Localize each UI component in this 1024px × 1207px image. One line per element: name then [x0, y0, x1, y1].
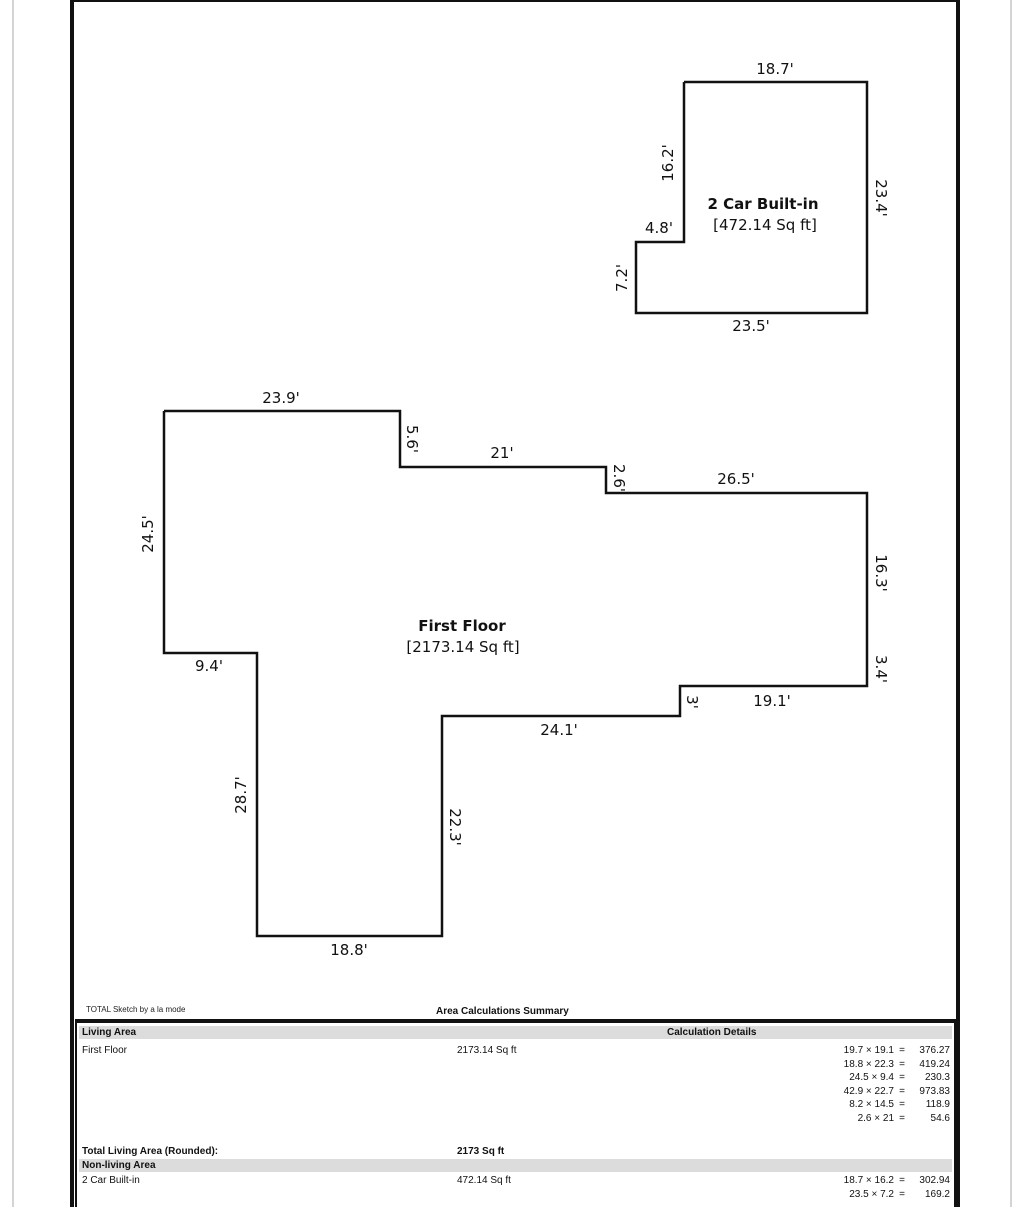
floor-dim-top-mid: 21' [490, 444, 513, 462]
garage-dim-left-lower: 7.2' [613, 264, 631, 292]
area-summary-title: Area Calculations Summary [436, 1006, 569, 1017]
calc-result: 118.9 [925, 1099, 950, 1110]
calc-equals: = [899, 1045, 905, 1056]
calc-equals: = [899, 1175, 905, 1186]
floor-dim-right-step: 3.4' [872, 655, 890, 683]
calc-equals: = [899, 1085, 905, 1097]
floor-plan-sketch: 18.7' 23.4' 23.5' 7.2' 4.8' 16.2' 2 Car … [139, 60, 890, 959]
garage-outline [634, 80, 869, 315]
garage-dim-bottom: 23.5' [732, 317, 770, 335]
floor-dim-right-upper: 16.3' [872, 554, 890, 592]
first-floor-outline [162, 409, 869, 938]
garage-dim-right: 23.4' [872, 179, 890, 217]
floor-dim-top-left: 23.9' [262, 389, 300, 407]
floor-dim-mid-bottom: 24.1' [540, 721, 578, 739]
calc-expression: 8.2 × 14.5 [849, 1099, 894, 1110]
sketch-credit: TOTAL Sketch by a la mode [86, 1005, 186, 1014]
page-edge-left [12, 0, 14, 1207]
calc-expression: 19.7 × 19.1 [843, 1045, 894, 1056]
living-area-band [79, 1026, 952, 1039]
first-floor-area-value: 2173.14 Sq ft [457, 1045, 517, 1056]
floor-dim-top-right: 26.5' [717, 470, 755, 488]
floor-dim-left-step: 9.4' [195, 657, 223, 675]
garage-label: 2 Car Built-in [82, 1175, 140, 1186]
non-living-area-header: Non-living Area [82, 1160, 156, 1171]
first-floor-title: First Floor [418, 617, 506, 635]
calc-row: 8.2 × 14.5 = 118.9 [800, 1098, 950, 1112]
calc-equals: = [899, 1112, 905, 1124]
calc-expression: 23.5 × 7.2 [849, 1188, 894, 1200]
floor-dim-step-a: 5.6' [403, 425, 421, 453]
calc-result: 54.6 [930, 1112, 950, 1124]
garage-dim-left-upper: 16.2' [659, 144, 677, 182]
calc-row: 19.7 × 19.1 = 376.27 [800, 1044, 950, 1058]
garage-calc-list: 18.7 × 16.2 = 302.94 23.5 × 7.2 = 169.2 [800, 1174, 950, 1201]
floor-dim-jog: 3' [683, 695, 701, 709]
calc-result: 230.3 [924, 1072, 950, 1083]
calc-expression: 2.6 × 21 [857, 1112, 894, 1124]
calc-equals: = [899, 1072, 905, 1083]
page-edge-right [1010, 0, 1012, 1207]
calc-result: 419.24 [919, 1058, 950, 1070]
calc-equals: = [899, 1188, 905, 1200]
calc-row: 18.7 × 16.2 = 302.94 [800, 1174, 950, 1188]
calc-expression: 42.9 × 22.7 [843, 1085, 894, 1097]
garage-title: 2 Car Built-in [707, 195, 818, 213]
garage-area-value: 472.14 Sq ft [457, 1175, 511, 1186]
garage-dim-top: 18.7' [756, 60, 794, 78]
calc-expression: 24.5 × 9.4 [849, 1072, 894, 1083]
garage-area: [472.14 Sq ft] [713, 216, 817, 234]
calc-expression: 18.8 × 22.3 [843, 1058, 894, 1070]
calc-expression: 18.7 × 16.2 [843, 1175, 894, 1186]
garage-dim-step: 4.8' [645, 219, 673, 237]
area-calculations-table: Living Area Calculation Details First Fl… [75, 1019, 956, 1207]
total-living-label: Total Living Area (Rounded): [82, 1146, 219, 1157]
calc-result: 169.2 [924, 1188, 950, 1200]
calc-result: 376.27 [919, 1045, 950, 1056]
calc-row: 23.5 × 7.2 = 169.2 [800, 1188, 950, 1202]
calc-equals: = [899, 1099, 905, 1110]
first-floor-label: First Floor [82, 1045, 127, 1056]
sketch-frame [70, 0, 960, 1207]
floor-dim-step-b: 2.6' [610, 464, 628, 492]
calc-row: 2.6 × 21 = 54.6 [800, 1112, 950, 1126]
first-floor-area: [2173.14 Sq ft] [406, 638, 519, 656]
calc-row: 24.5 × 9.4 = 230.3 [800, 1071, 950, 1085]
calc-row: 18.8 × 22.3 = 419.24 [800, 1058, 950, 1072]
calculation-details-header: Calculation Details [667, 1027, 757, 1038]
calc-row: 42.9 × 22.7 = 973.83 [800, 1085, 950, 1099]
total-living-value: 2173 Sq ft [457, 1146, 505, 1157]
non-living-area-band [79, 1159, 952, 1172]
floor-dim-right-bottom: 19.1' [753, 692, 791, 710]
calc-result: 973.83 [919, 1085, 950, 1097]
calc-result: 302.94 [919, 1175, 950, 1186]
floor-dim-inner-vertical: 22.3' [446, 808, 464, 846]
floor-dim-left-upper: 24.5' [139, 515, 157, 553]
calc-equals: = [899, 1058, 905, 1070]
living-area-header: Living Area [82, 1027, 137, 1038]
floor-dim-bottom: 18.8' [330, 941, 368, 959]
floor-dim-left-lower: 28.7' [232, 776, 250, 814]
